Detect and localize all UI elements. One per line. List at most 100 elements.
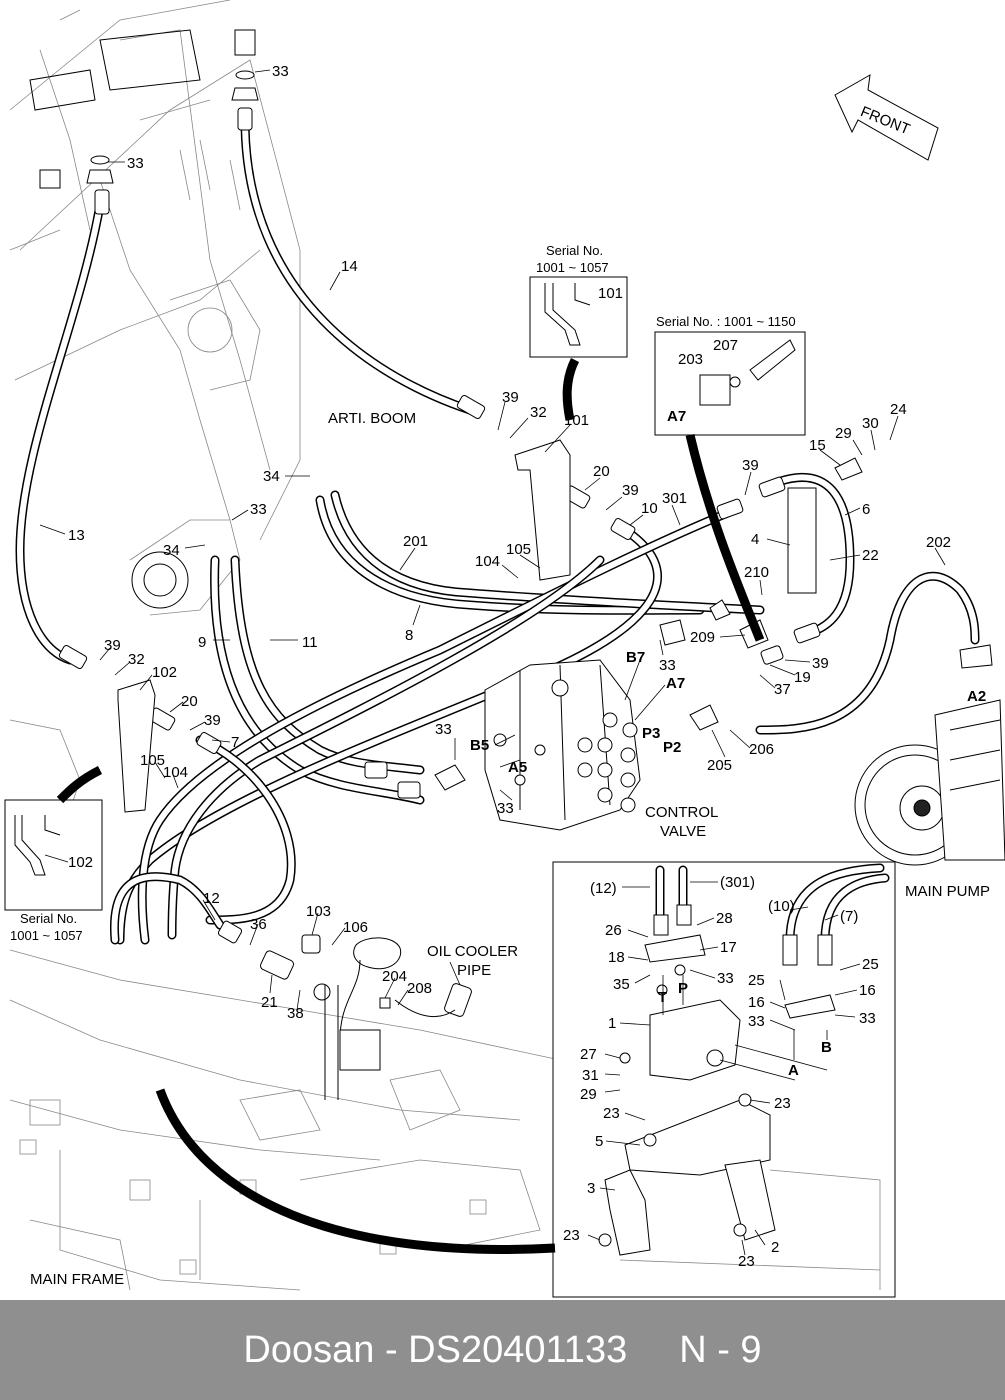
- callout: 1: [608, 1015, 616, 1032]
- control-valve-label-line1: CONTROL: [645, 804, 718, 821]
- callout: 35: [613, 976, 630, 993]
- port-a7-inset: A7: [667, 408, 686, 425]
- callout: 106: [343, 919, 368, 936]
- callout: 36: [250, 916, 267, 933]
- callout: 202: [926, 534, 951, 551]
- boom-structure: [9, 0, 301, 616]
- callout: 210: [744, 564, 769, 581]
- leader-arcs: [56, 357, 765, 1255]
- callout: 12: [203, 890, 220, 907]
- callout: 104: [475, 553, 500, 570]
- oil-cooler-label-line1: OIL COOLER: [427, 943, 518, 960]
- callout: 25: [748, 972, 765, 989]
- callout: 37: [774, 681, 791, 698]
- callout: 34: [163, 542, 180, 559]
- callout: 207: [713, 337, 738, 354]
- callout: 34: [263, 468, 280, 485]
- port-a: A: [788, 1062, 799, 1079]
- section-labels: ARTI. BOOM CONTROL VALVE MAIN PUMP OIL C…: [10, 243, 990, 1288]
- callout: (301): [720, 874, 755, 891]
- callout: 33: [127, 155, 144, 172]
- front-arrow: FRONT: [834, 74, 939, 161]
- leader-lines: [39, 69, 946, 1256]
- serial-top-line1: Serial No.: [546, 243, 603, 258]
- callout: 7: [231, 734, 239, 751]
- callout: 4: [751, 531, 759, 548]
- callout: 16: [859, 982, 876, 999]
- callout: 23: [738, 1253, 755, 1270]
- callout: 31: [582, 1067, 599, 1084]
- callout: 33: [659, 657, 676, 674]
- main-pump-label: MAIN PUMP: [905, 883, 990, 900]
- callout: 16: [748, 994, 765, 1011]
- port-p2: P2: [663, 739, 681, 756]
- callout: 39: [812, 655, 829, 672]
- callout-numbers: 33 33 14 13 39 32 101 101 34 33 34 20 39…: [68, 63, 951, 1270]
- control-valve: [484, 659, 641, 831]
- callout: 105: [140, 752, 165, 769]
- callout: 15: [809, 437, 826, 454]
- control-valve-label-line2: VALVE: [660, 823, 706, 840]
- callout: 101: [564, 412, 589, 429]
- callout: 39: [104, 637, 121, 654]
- callout: 39: [742, 457, 759, 474]
- callout: 33: [859, 1010, 876, 1027]
- callout: 33: [748, 1013, 765, 1030]
- callout: 301: [662, 490, 687, 507]
- callout: 2: [771, 1239, 779, 1256]
- hydraulic-piping-diagram: FRONT: [4, 0, 1005, 1298]
- callout: 13: [68, 527, 85, 544]
- serial-valve-label: Serial No. : 1001 ~ 1150: [656, 314, 796, 329]
- port-b7: B7: [626, 649, 645, 666]
- callout: 102: [152, 664, 177, 681]
- callout: 29: [835, 425, 852, 442]
- footer-brand: Doosan - DS20401133: [243, 1328, 628, 1371]
- main-pump: [854, 644, 1005, 866]
- port-b5: B5: [470, 737, 489, 754]
- callout: 20: [181, 693, 198, 710]
- port-b: B: [821, 1039, 832, 1056]
- main-frame-label: MAIN FRAME: [30, 1271, 124, 1288]
- callout: 39: [204, 712, 221, 729]
- port-a7: A7: [666, 675, 685, 692]
- callout: 33: [497, 800, 514, 817]
- callout: 8: [405, 627, 413, 644]
- callout: 33: [250, 501, 267, 518]
- callout: 105: [506, 541, 531, 558]
- callout: 32: [128, 651, 145, 668]
- fittings: [58, 70, 821, 1100]
- callout: 26: [605, 922, 622, 939]
- callout: 203: [678, 351, 703, 368]
- callout: 209: [690, 629, 715, 646]
- spool-row: [577, 712, 638, 813]
- port-t: T: [658, 989, 667, 1006]
- callout: 22: [862, 547, 879, 564]
- callout: 204: [382, 968, 407, 985]
- callout: 33: [435, 721, 452, 738]
- callout: 103: [306, 903, 331, 920]
- callout: (12): [590, 880, 617, 897]
- port-labels: B7 A7 P3 P2 B5 A5 A2 A7 T P A B: [470, 408, 986, 1079]
- callout: 33: [717, 970, 734, 987]
- serial-left-line1: Serial No.: [20, 911, 77, 926]
- callout: 10: [641, 500, 658, 517]
- serial-top-line2: 1001 ~ 1057: [536, 260, 609, 275]
- callout: 25: [862, 956, 879, 973]
- footer-page: N - 9: [679, 1328, 762, 1371]
- arti-boom-label: ARTI. BOOM: [328, 410, 416, 427]
- callout: 20: [593, 463, 610, 480]
- callout: 17: [720, 939, 737, 956]
- inset-serial-top: [529, 276, 628, 358]
- oil-cooler-label-line2: PIPE: [457, 962, 491, 979]
- inset-detail: [552, 861, 896, 1298]
- callout: 205: [707, 757, 732, 774]
- callout: 38: [287, 1005, 304, 1022]
- callout: 11: [302, 634, 318, 651]
- callout: 24: [890, 401, 907, 418]
- callout: 29: [580, 1086, 597, 1103]
- serial-left-line2: 1001 ~ 1057: [10, 928, 83, 943]
- callout: 3: [587, 1180, 595, 1197]
- callout: 33: [272, 63, 289, 80]
- port-p3: P3: [642, 725, 660, 742]
- callout: 101: [598, 285, 623, 302]
